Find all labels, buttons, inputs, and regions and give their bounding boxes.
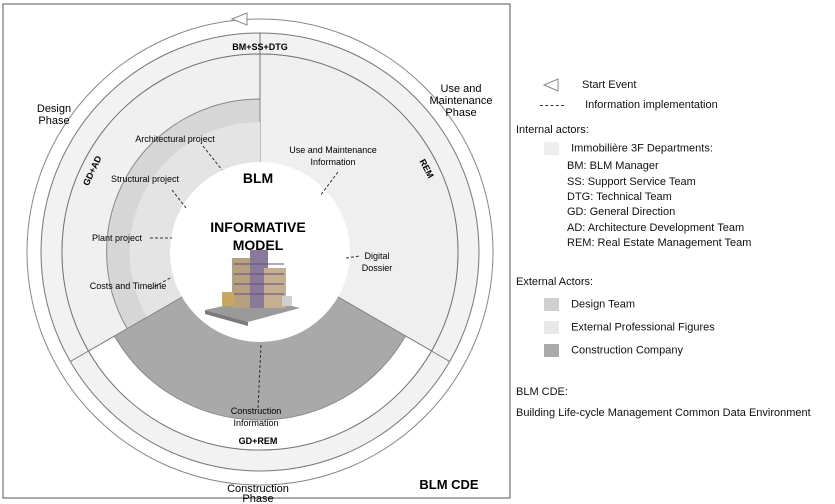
construction-info-2: Information [233, 418, 278, 428]
ring-label-bottom: GD+REM [239, 436, 278, 446]
center-title-1: BLM [243, 170, 273, 186]
dept-item: SS: Support Service Team [567, 176, 696, 188]
design-team-swatch [544, 298, 559, 311]
cde-title: BLM CDE: [516, 386, 568, 398]
center-title-3: MODEL [233, 237, 284, 253]
dept-item: AD: Architecture Development Team [567, 222, 745, 234]
building-image [205, 250, 300, 326]
external-label: Design Team [571, 298, 636, 311]
construction-info-1: Construction [231, 406, 282, 416]
external-label: External Professional Figures [571, 321, 715, 334]
external-row: External Professional Figures [544, 321, 715, 334]
start-event-icon [230, 12, 248, 26]
dept-item: DTG: Technical Team [567, 191, 672, 203]
divider-left [70, 350, 89, 362]
ring-label-top: BM+SS+DTG [232, 42, 288, 52]
external-row: Construction Company [544, 344, 683, 357]
dept-item: REM: Real Estate Management Team [567, 237, 752, 249]
design-item-architectural: Architectural project [135, 134, 215, 144]
external-actors-title: External Actors: [516, 276, 594, 288]
divider-right [431, 350, 450, 362]
use-info-2: Information [310, 157, 355, 167]
dept-item: GD: General Direction [567, 206, 676, 218]
use-phase-2: Maintenance [430, 95, 493, 107]
design-item-plant: Plant project [92, 233, 143, 243]
digital-dossier-1: Digital [364, 251, 389, 261]
internal-swatch [544, 142, 559, 155]
digital-dossier-2: Dossier [362, 263, 393, 273]
design-item-costs: Costs and Timeline [90, 281, 167, 291]
external-row: Design Team [544, 298, 635, 311]
design-item-structural: Structural project [111, 174, 180, 184]
design-phase-2: Phase [38, 115, 69, 127]
construction-phase-2: Phase [242, 493, 273, 504]
legend-info-impl: Information implementation [540, 99, 718, 111]
legend-info-impl-label: Information implementation [585, 99, 718, 111]
dashed-line-icon [540, 104, 564, 106]
use-phase-3: Phase [445, 107, 476, 119]
dept-title: Immobilière 3F Departments: [571, 142, 713, 155]
cde-description: Building Life-cycle Management Common Da… [516, 407, 811, 419]
cde-label: BLM CDE [419, 477, 479, 492]
design-phase-1: Design [37, 103, 71, 115]
dept-item: BM: BLM Manager [567, 160, 659, 172]
construction-company-swatch [544, 344, 559, 357]
use-phase-1: Use and [441, 83, 482, 95]
construction-phase-1: Construction [227, 483, 289, 495]
use-info-1: Use and Maintenance [289, 145, 377, 155]
dept-row: Immobilière 3F Departments: [544, 142, 713, 155]
external-figures-swatch [544, 321, 559, 334]
info-lines [149, 145, 361, 409]
external-label: Construction Company [571, 344, 683, 357]
internal-actors-title: Internal actors: [516, 124, 589, 136]
legend-start-event-label: Start Event [582, 79, 637, 91]
center-title-2: INFORMATIVE [210, 219, 305, 235]
start-event-legend-icon [542, 78, 559, 92]
